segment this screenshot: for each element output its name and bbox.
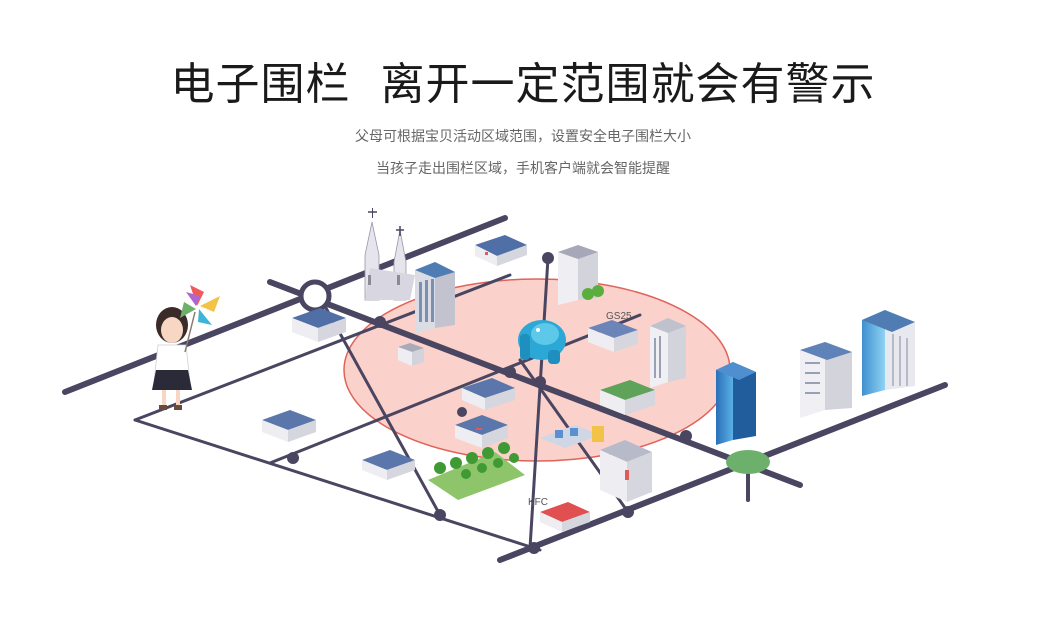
mall-building	[600, 440, 652, 502]
description-line-1: 父母可根据宝贝活动区域范围，设置安全电子围栏大小	[355, 129, 691, 145]
glass-tower-1	[716, 362, 756, 445]
building-top-right	[558, 245, 598, 305]
building-green-roof	[600, 380, 655, 415]
office-tower-2	[650, 318, 686, 388]
hospital-building	[455, 415, 508, 448]
house-top	[475, 235, 527, 266]
pinwheel-icon	[180, 285, 220, 353]
gs25-store	[588, 320, 638, 352]
church-icon	[364, 208, 415, 301]
building-center	[462, 378, 515, 410]
roundabout-right	[726, 450, 770, 474]
roundabout-left	[298, 279, 332, 313]
kfc-label: KFC	[528, 497, 548, 508]
intersections	[287, 252, 692, 554]
park-area	[428, 442, 525, 500]
gs25-label: GS25	[606, 311, 632, 322]
tree-icon	[582, 285, 604, 300]
gas-station	[540, 425, 604, 448]
building-lower-middle	[362, 450, 415, 480]
building-left	[292, 308, 346, 342]
child-icon	[152, 307, 192, 410]
office-tower-1	[415, 262, 455, 334]
building-small	[398, 343, 424, 366]
office-tower-3	[800, 342, 852, 418]
building-lower-left	[262, 410, 316, 442]
description-line-2: 当孩子走出围栏区域，手机客户端就会智能提醒	[376, 161, 670, 177]
kfc-restaurant	[540, 502, 590, 532]
page-title: 电子围栏 离开一定范围就会有警示	[170, 59, 876, 110]
watch-icon	[518, 320, 566, 364]
glass-tower-2	[862, 310, 915, 396]
